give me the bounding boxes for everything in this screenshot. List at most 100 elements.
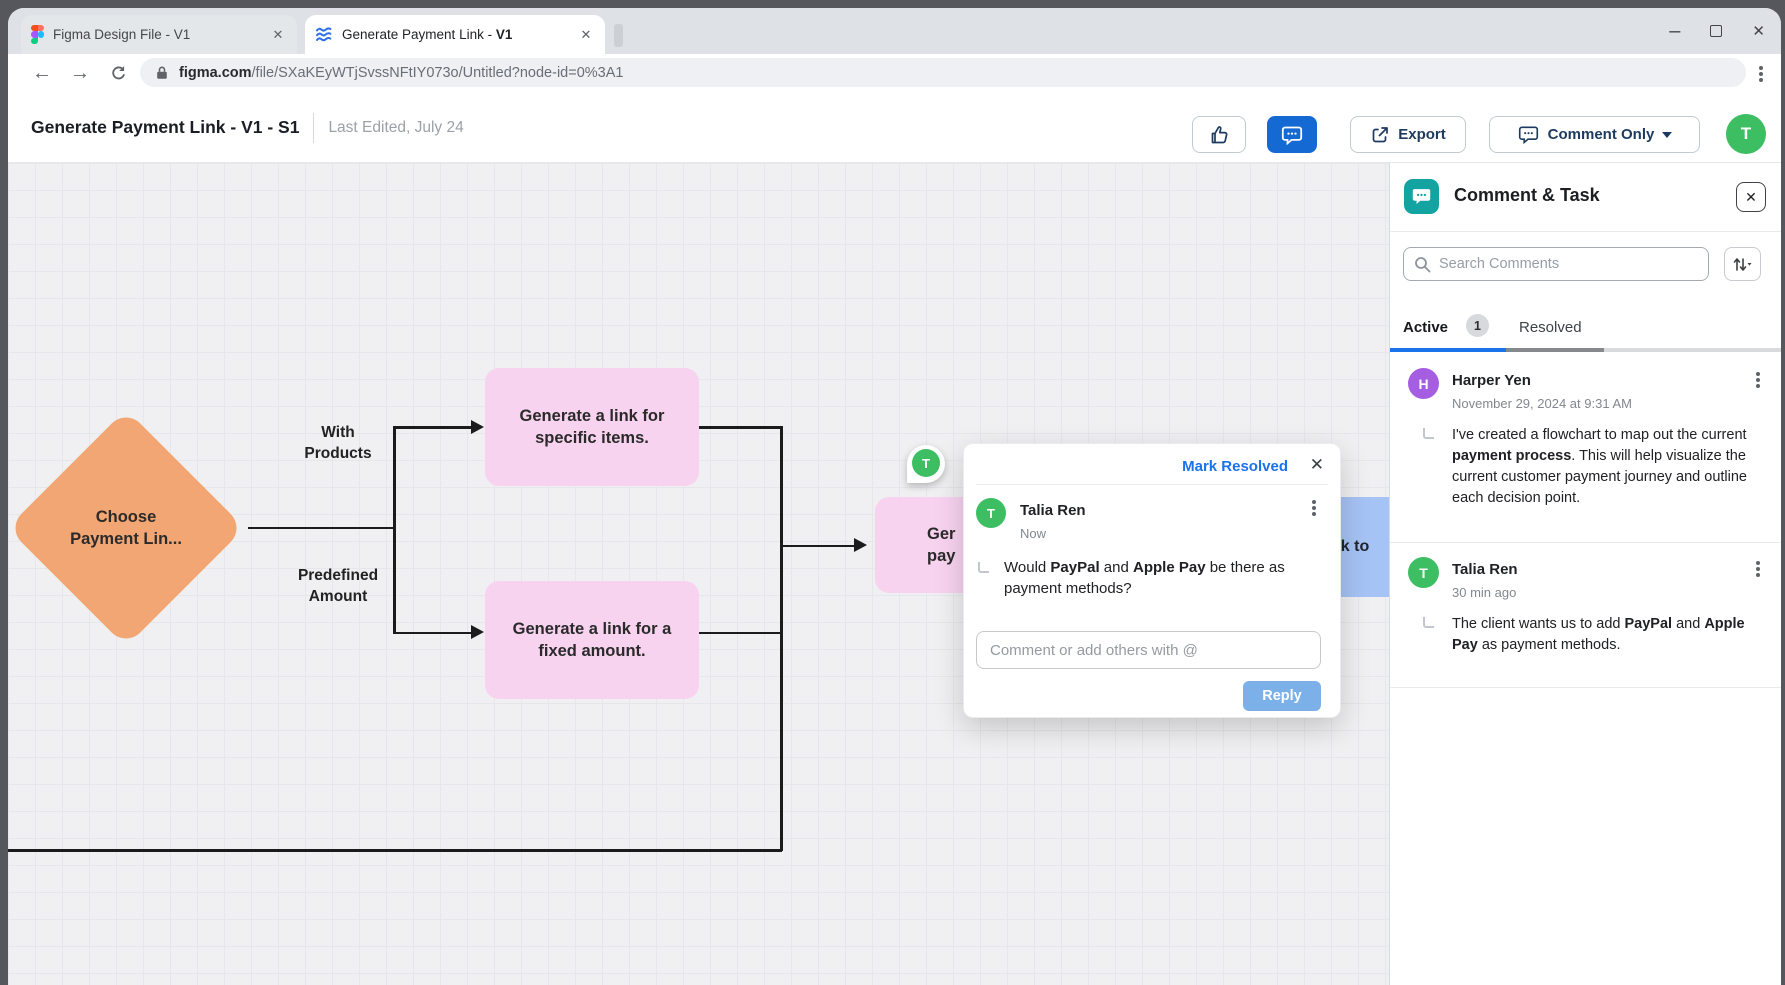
search-comments-box[interactable] [1403,247,1709,281]
sort-icon [1733,257,1752,271]
figma-logo-icon [31,24,44,45]
comment-input[interactable] [976,631,1321,669]
tab-generate-payment-link[interactable]: Generate Payment Link - V1 ✕ [305,15,605,54]
back-button[interactable]: ← [32,61,52,84]
window-close-button[interactable]: ✕ [1752,23,1765,40]
search-comments-input[interactable] [1439,256,1698,272]
chat-button[interactable] [1267,116,1317,153]
arrowhead-icon [471,625,484,639]
url-path: /file/SXaKEyWTjSvssNFtIY073o/Untitled?no… [251,64,624,81]
panel-title: Comment & Task [1454,185,1600,205]
refresh-button[interactable] [104,59,132,87]
comment-timestamp: November 29, 2024 at 9:31 AM [1452,396,1632,411]
tab-title: Figma Design File - V1 [53,27,191,42]
comment-author: Talia Ren [1452,561,1518,578]
comment-only-label: Comment Only [1547,126,1655,143]
comment-menu-icon[interactable] [1312,500,1316,504]
comment-card-harper-yen[interactable]: H Harper Yen November 29, 2024 at 9:31 A… [1390,368,1781,542]
flow-line [393,426,396,634]
chevron-down-icon [1662,131,1673,138]
reply-corner-icon [1423,428,1434,439]
tab-title: Generate Payment Link - V1 [342,27,513,42]
page-title: Generate Payment Link - V1 - S1 [31,117,300,137]
reply-corner-icon [978,562,989,573]
comment-task-panel: Comment & Task ✕ Active 1 Resolved [1389,163,1781,985]
window-controls: – ✕ [1669,8,1765,54]
tab-bar: Figma Design File - V1 ✕ Generate Paymen… [8,8,1781,54]
arrowhead-icon [471,419,484,434]
comment-menu-icon[interactable] [1756,372,1760,376]
pin-avatar: T [912,449,940,477]
export-icon [1372,126,1389,142]
comment-avatar: T [1408,557,1439,588]
comment-timestamp: Now [1020,526,1047,541]
wave-icon [316,26,332,41]
address-bar[interactable]: figma.com/file/SXaKEyWTjSvssNFtIY073o/Un… [140,58,1746,87]
tab-underline-rest [1604,348,1781,352]
chat-bubble-icon [1281,126,1303,145]
lock-icon [157,66,167,79]
comment-only-button[interactable]: Comment Only [1489,116,1700,153]
flow-line [699,426,780,429]
refresh-icon [111,65,125,79]
reply-corner-icon [1423,617,1434,628]
comment-text: I've created a flowchart to map out the … [1452,427,1747,506]
popup-close-icon[interactable]: ✕ [1309,455,1324,474]
comment-pin[interactable]: T [907,445,945,483]
panel-header: Comment & Task ✕ [1390,163,1781,232]
sort-comments-button[interactable] [1724,247,1761,281]
divider [976,484,1328,485]
mark-resolved-link[interactable]: Mark Resolved [1182,458,1288,475]
flow-line [8,849,782,852]
browser-window: Figma Design File - V1 ✕ Generate Paymen… [8,8,1781,985]
app-header: Generate Payment Link - V1 - S1 Last Edi… [8,92,1781,163]
tab-resolved[interactable]: Resolved [1519,319,1582,336]
flow-line [393,426,473,429]
export-button[interactable]: Export [1350,116,1466,153]
forward-button[interactable]: → [70,61,90,84]
comment-task-icon [1404,179,1439,214]
comment-avatar: H [1408,368,1439,399]
tab-active[interactable]: Active [1403,319,1449,336]
comment-menu-icon[interactable] [1756,561,1760,565]
comment-author: Talia Ren [1020,502,1086,519]
panel-close-button[interactable]: ✕ [1736,182,1766,212]
comment-text: The client wants us to add PayPal and Ap… [1452,616,1745,653]
active-tab-underline [1390,348,1506,352]
like-button[interactable] [1192,116,1246,153]
browser-menu-icon[interactable] [1759,66,1763,70]
last-edited-label: Last Edited, July 24 [328,118,464,136]
comment-timestamp: 30 min ago [1452,585,1517,600]
minimize-button[interactable]: – [1669,20,1681,42]
reply-button[interactable]: Reply [1243,681,1321,711]
url-domain: figma.com [179,64,252,81]
user-avatar[interactable]: T [1726,114,1766,154]
active-count-badge: 1 [1466,314,1489,337]
flow-line [248,526,394,529]
comment-avatar: T [976,498,1006,528]
resolved-tab-underline [1506,348,1604,352]
divider [1390,687,1781,688]
flow-line [393,631,473,634]
arrowhead-icon [854,538,867,552]
thumbs-up-icon [1211,125,1228,143]
export-label: Export [1398,126,1446,143]
tab-figma-design-file[interactable]: Figma Design File - V1 ✕ [21,15,297,54]
comment-thread-popup: Mark Resolved ✕ T Talia Ren Now Would Pa… [963,443,1341,718]
flow-line [780,544,856,547]
maximize-button[interactable] [1710,25,1723,37]
flow-line [780,426,783,851]
tab-close-icon[interactable]: ✕ [580,26,592,42]
tab-close-icon[interactable]: ✕ [272,26,284,42]
browser-toolbar: ← → figma.com/file/SXaKEyWTjSvssNFtIY073… [8,54,1781,92]
comment-card-talia-ren[interactable]: T Talia Ren 30 min ago The client wants … [1390,557,1781,687]
title-divider [313,112,315,143]
tab-strip-divider [614,24,623,47]
